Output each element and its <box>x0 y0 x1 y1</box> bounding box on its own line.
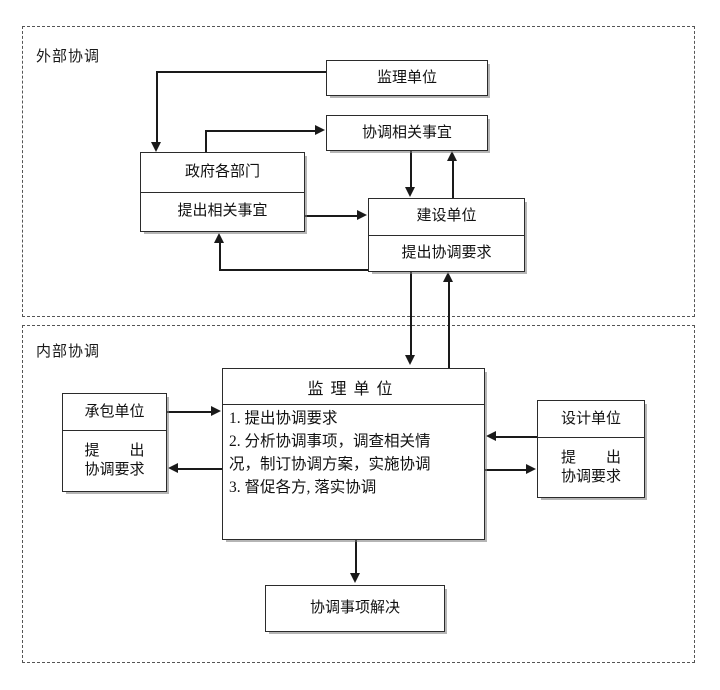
node-construction-unit[interactable]: 建设单位 提出协调要求 <box>368 198 525 272</box>
supervision-item-2: 2. 分析协调事项，调查相关情 <box>229 433 431 450</box>
node-gov-departments-header: 政府各部门 <box>184 163 260 180</box>
connector-supervision-to-design-line <box>485 469 526 471</box>
node-design-unit-header: 设计单位 <box>560 410 621 427</box>
connector-contractor-to-supervision-line <box>167 411 211 413</box>
connector-matters-to-construction-line <box>410 151 412 188</box>
connector-design-to-supervision-line <box>496 436 537 438</box>
connector-supervision-to-resolved-line <box>355 540 357 574</box>
connector-construction-to-supervision-line <box>410 272 412 356</box>
supervision-item-1: 1. 提出协调要求 <box>229 410 338 427</box>
connector-supervision-to-contractor-line <box>178 468 222 470</box>
connector-design-to-supervision-arrow <box>486 430 496 441</box>
node-gov-departments[interactable]: 政府各部门 提出相关事宜 <box>140 152 305 232</box>
node-resolved[interactable]: 协调事项解决 <box>265 585 445 632</box>
connector-gov-to-matters-vertical <box>205 130 207 153</box>
connector-supervision-to-construction-line <box>448 282 450 368</box>
connector-gov-to-construction-line <box>305 215 357 217</box>
section-frame-internal <box>22 325 695 663</box>
node-construction-unit-header: 建设单位 <box>416 208 477 225</box>
connector-contractor-to-supervision-arrow <box>211 405 221 416</box>
design-body-line-1: 提 出 <box>560 449 621 466</box>
section-frame-external <box>22 26 695 317</box>
connector-gov-to-construction-arrow <box>357 209 367 220</box>
node-supervision-main[interactable]: 监理单位 1. 提出协调要求 2. 分析协调事项，调查相关情 况，制订协调方案，… <box>222 368 485 540</box>
connector-supervision-to-resolved-arrow <box>349 573 360 583</box>
node-construction-unit-body: 提出协调要求 <box>369 234 524 272</box>
node-supervision-top[interactable]: 监理单位 <box>326 60 488 96</box>
connector-gov-to-matters-horizontal <box>205 130 315 132</box>
contractor-body-line-1: 提 出 <box>84 443 145 460</box>
node-contractor-unit-header: 承包单位 <box>84 403 145 420</box>
contractor-body-line-2: 协调要求 <box>84 462 145 478</box>
node-contractor-unit-body: 提 出 协调要求 <box>63 430 166 491</box>
connector-construction-to-gov-horizontal <box>219 269 369 271</box>
node-contractor-unit[interactable]: 承包单位 提 出 协调要求 <box>62 393 167 492</box>
connector-construction-to-matters-arrow <box>446 151 457 161</box>
node-design-unit[interactable]: 设计单位 提 出 协调要求 <box>537 400 645 498</box>
connector-supervision-to-design-arrow <box>526 463 536 474</box>
connector-construction-to-supervision-arrow <box>404 355 415 365</box>
connector-supervision-to-gov-horizontal <box>156 71 326 73</box>
connector-supervision-to-contractor-arrow <box>168 462 178 473</box>
node-coordination-matters-label: 协调相关事宜 <box>361 124 452 141</box>
connector-gov-to-matters-arrow <box>315 124 325 135</box>
node-design-unit-body: 提 出 协调要求 <box>538 437 644 497</box>
node-resolved-label: 协调事项解决 <box>309 600 400 617</box>
connector-construction-to-gov-arrow <box>213 233 224 243</box>
supervision-item-3: 3. 督促各方, 落实协调 <box>229 479 377 496</box>
connector-supervision-to-gov-arrow <box>150 142 161 152</box>
connector-matters-to-construction-arrow <box>404 187 415 197</box>
connector-supervision-to-construction-arrow <box>442 272 453 282</box>
section-label-external: 外部协调 <box>36 49 101 65</box>
node-coordination-matters[interactable]: 协调相关事宜 <box>326 115 488 151</box>
node-supervision-main-header: 监理单位 <box>223 369 484 405</box>
supervision-item-2-cont: 况，制订协调方案，实施协调 <box>229 456 431 473</box>
connector-construction-to-gov-vertical-left <box>219 243 221 270</box>
node-gov-departments-body: 提出相关事宜 <box>141 191 304 232</box>
connector-construction-to-matters-line <box>452 161 454 198</box>
node-supervision-main-body: 1. 提出协调要求 2. 分析协调事项，调查相关情 况，制订协调方案，实施协调 … <box>223 405 484 499</box>
connector-supervision-to-gov-vertical <box>156 71 158 143</box>
section-label-internal: 内部协调 <box>36 344 101 360</box>
design-body-line-2: 协调要求 <box>560 468 621 485</box>
node-supervision-top-label: 监理单位 <box>376 69 437 86</box>
